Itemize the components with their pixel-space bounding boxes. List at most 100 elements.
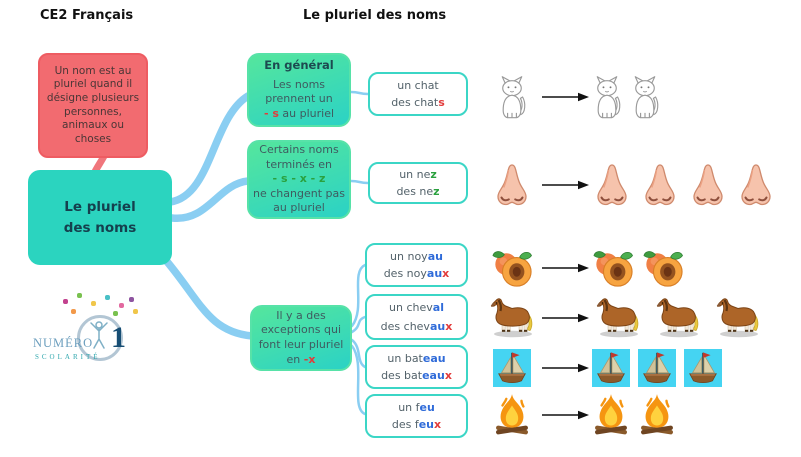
logo-name: Numéro [33,336,94,350]
illustration-row-noyau[interactable] [483,243,684,293]
example-singular: un nez [399,168,437,181]
text-line: un nez [399,167,437,181]
plural-icons [592,248,684,288]
arrow-right-icon [542,363,589,373]
arrow-slot [541,312,589,324]
campfire-icon [495,394,529,435]
text-line: en -x [286,352,316,366]
cat-icon [596,76,621,119]
text-line: exceptions qui [261,323,341,337]
text-line: - s au pluriel [263,106,335,120]
text-line: des feux [391,418,442,432]
example-feu-node[interactable]: un feu des feux [365,394,468,438]
example-chat-node[interactable]: un chat des chats [368,72,468,116]
arrow-right-icon [542,410,589,420]
arrow-right-icon [542,263,589,273]
text-line: Il y a des [276,308,326,322]
confetti-dot [71,309,76,314]
sailboat-icon [592,349,630,387]
plural-icons [592,349,722,387]
example-singular: un feu [398,401,435,414]
apricot-icon [643,251,683,287]
singular-icons [483,74,541,120]
example-plural: des nez [396,185,439,198]
example-plural: des noyaux [384,267,450,280]
plural-icons [592,297,764,339]
nose-icon [497,164,527,206]
example-noyau-node[interactable]: un noyau des noyaux [365,243,468,287]
example-plural: des chats [391,96,445,109]
horse-icon [716,298,759,338]
sailboat-icon [493,349,531,387]
definition-note-node[interactable]: Un nom est au pluriel quand il désigne p… [38,53,148,158]
confetti-dot [77,293,82,298]
text-line: terminés en [266,157,332,171]
illustration-row-nez[interactable] [483,160,776,210]
example-singular: un bateau [387,352,445,365]
text-line: ne changent pas [253,186,345,200]
plural-icons [592,393,676,437]
arrow-right-icon [542,313,589,323]
example-plural: des feux [392,418,441,431]
confetti-dot [119,303,124,308]
apricot-icon [593,251,633,287]
example-plural: des bateaux [381,369,452,382]
arrow-slot [541,179,589,191]
arrow-right-icon [542,92,589,102]
horse-icon [596,298,639,338]
confetti-dot [113,311,118,316]
illustration-row-feu[interactable] [483,390,676,440]
arrow-slot [541,362,589,374]
plural-icons [592,74,660,120]
illustration-row-chat[interactable] [483,72,660,122]
confetti-dot [63,299,68,304]
example-bateau-node[interactable]: un bateau des bateaux [365,345,468,389]
singular-icons [483,393,541,437]
text-line: des noyaux [383,267,450,281]
text-line: un bateau [387,351,446,365]
example-nez-node[interactable]: un nez des nez [368,162,468,204]
sailboat-icon [684,349,722,387]
horse-icon [490,298,533,338]
horse-icon [656,298,699,338]
arrow-slot [541,262,589,274]
campfire-icon [594,394,628,435]
text-line: des nez [396,184,440,198]
logo-number: 1 [111,321,126,354]
confetti-dot [105,295,110,300]
root-topic-node[interactable]: Le pluriel des noms [28,170,172,265]
arrow-slot [541,409,589,421]
cat-icon [501,76,526,119]
text-line: un feu [398,400,435,414]
illustration-row-bateau[interactable] [483,343,722,393]
example-singular: un cheval [389,301,444,314]
text-line: un chat [397,78,439,92]
text-line: Les noms [272,77,326,91]
numero1-scolarite-logo: Numéro 1 Scolarité [25,293,145,401]
confetti-dot [133,309,138,314]
plural-icons [592,164,776,206]
illustration-row-cheval[interactable] [483,293,764,343]
text-line: - s - x - z [272,172,326,186]
page-title: Le pluriel des noms [303,8,447,23]
nose-icon [645,164,675,206]
arrow-right-icon [542,180,589,190]
nose-icon [741,164,771,206]
singular-icons [483,349,541,387]
example-cheval-node[interactable]: un cheval des chevaux [365,294,468,340]
nose-icon [693,164,723,206]
text-line: Certains noms [259,142,339,156]
confetti-dot [91,301,96,306]
text-line: un noyau [390,249,443,263]
person-icon [90,321,108,349]
example-plural: des chevaux [381,320,453,333]
logo-subtitle: Scolarité [35,353,101,361]
campfire-icon [640,394,674,435]
